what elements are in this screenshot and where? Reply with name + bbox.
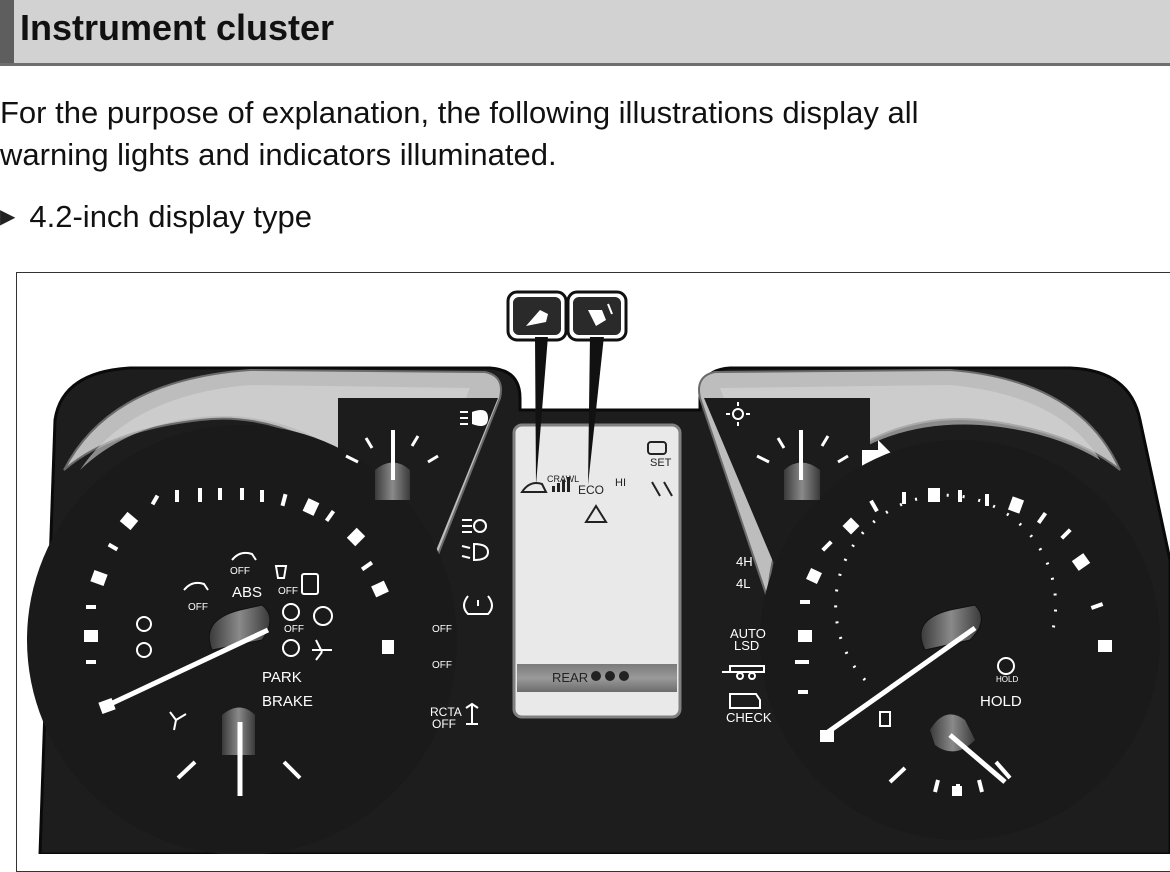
brake-warning-icon	[282, 639, 300, 657]
section-header: Instrument cluster	[0, 0, 1170, 66]
tachometer-needle	[826, 604, 982, 735]
cruise-set-icon	[647, 441, 667, 455]
multi-information-display	[512, 423, 682, 719]
vsc-off-label: OFF	[278, 586, 298, 597]
rear-diff-icon	[591, 671, 629, 681]
hold-label: HOLD	[980, 693, 1022, 710]
hi-label: HI	[615, 477, 626, 489]
auto-hold-b-icon	[313, 606, 333, 626]
header-accent-bar	[0, 0, 14, 63]
trailer-icon	[722, 665, 765, 673]
display-type-heading: ▶ 4.2-inch display type	[0, 196, 312, 238]
small-gauge-needle-left-top	[375, 430, 410, 500]
eco-label: ECO	[578, 483, 604, 497]
4h-label: 4H	[736, 554, 753, 569]
auto-hold-off-label: OFF	[284, 624, 304, 635]
fuel-icon	[879, 711, 891, 727]
camera-off-label: OFF	[432, 660, 452, 671]
auto-label: AUTO	[730, 626, 766, 641]
snow-icon	[584, 504, 608, 523]
abs-label: ABS	[232, 584, 262, 601]
check-label: CHECK	[726, 710, 772, 725]
brake-hold-icon	[997, 657, 1015, 675]
section-title: Instrument cluster	[20, 7, 335, 48]
trac-off-label: OFF	[230, 566, 250, 577]
small-gauge-needle-left-bottom	[222, 707, 255, 796]
parking-sensor-off-label: OFF	[432, 624, 452, 635]
intro-paragraph: For the purpose of explanation, the foll…	[0, 92, 1170, 176]
brake-label: BRAKE	[262, 693, 313, 710]
vsc-box-icon	[301, 573, 319, 595]
vsc-icon	[274, 565, 288, 579]
steering-warning-icon	[136, 616, 152, 632]
speedometer-ticks	[84, 488, 394, 715]
auto-high-beam-icon	[462, 519, 487, 533]
steering-warning-2-icon	[136, 642, 152, 658]
crawl-bars-icon	[552, 477, 570, 492]
rear-label: REAR	[552, 670, 588, 685]
lsd-label: LSD	[734, 638, 759, 653]
bullet-triangle-icon: ▶	[0, 206, 16, 228]
check-engine-icon	[729, 693, 761, 709]
airbag-icon	[169, 711, 187, 731]
tire-pressure-icon	[463, 595, 493, 615]
small-gauge-needle-right-top	[784, 430, 820, 500]
headlight-high-beam-icon	[460, 410, 488, 426]
intro-line-2: warning lights and indicators illuminate…	[0, 137, 557, 172]
instrument-cluster-illustration: OFF OFF OFF OFF ABS PARK BRAKE OFF OFF R…	[27, 290, 1170, 854]
slip-off-label: OFF	[188, 602, 208, 613]
rcta-off-label: OFF	[432, 717, 456, 731]
hold-small-label: HOLD	[996, 675, 1018, 684]
display-type-label: 4.2-inch display type	[29, 199, 312, 234]
sun-icon	[726, 402, 750, 426]
park-label: PARK	[262, 669, 302, 686]
trailer-hitch-icon	[465, 702, 479, 725]
rcta-label: RCTA	[430, 705, 462, 719]
hill-descent-icon	[520, 482, 548, 493]
lane-assist-icon	[651, 481, 673, 497]
crawl-label: CRAWL	[547, 474, 579, 484]
set-label: SET	[650, 457, 672, 469]
seatbelt-icon	[312, 639, 332, 661]
auto-hold-a-icon	[282, 603, 300, 621]
tachometer-ticks	[795, 488, 1112, 742]
speedometer-needle	[102, 604, 271, 710]
front-fog-icon	[461, 542, 490, 562]
4l-label: 4L	[736, 576, 750, 591]
small-gauge-needle-right-bottom	[930, 714, 1007, 784]
intro-line-1: For the purpose of explanation, the foll…	[0, 95, 919, 130]
slip-off-icon	[183, 581, 209, 591]
trac-off-icon	[231, 551, 257, 561]
